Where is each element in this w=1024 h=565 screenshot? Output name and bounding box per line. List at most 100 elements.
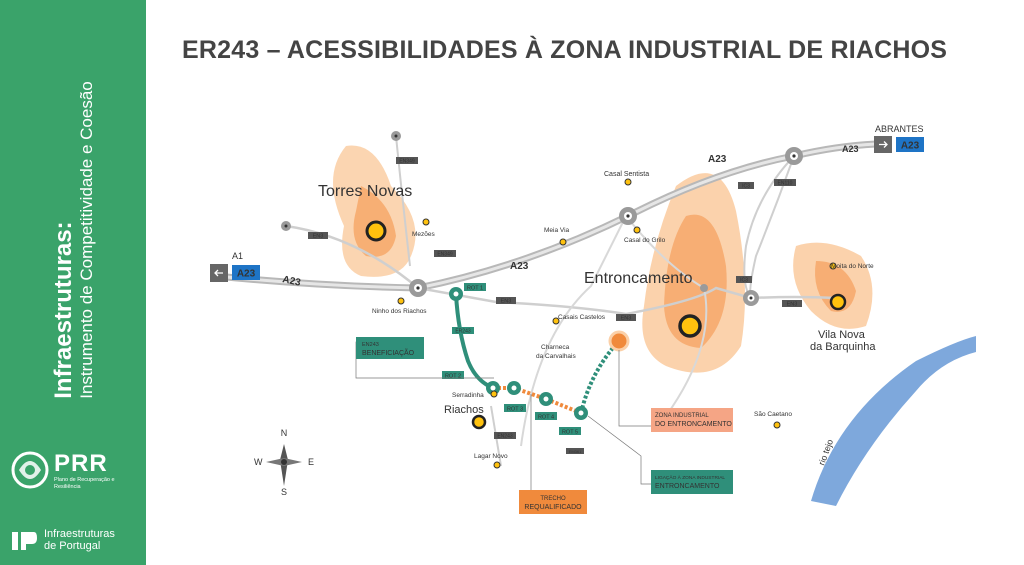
torres-novas-label: Torres Novas (318, 183, 412, 200)
zona-industrial-marker (608, 330, 630, 352)
torres-novas-marker (365, 220, 387, 242)
en349-label-north: EN349 (399, 159, 415, 165)
riachos-marker (471, 414, 487, 430)
beneficiacao-line1: EN243 (362, 342, 379, 348)
a23-motorway (215, 140, 877, 292)
zona-industrial-callout (651, 408, 733, 432)
prr-logo-text: PRR (54, 450, 108, 477)
zona-line1: ZONA INDUSTRIAL (655, 413, 709, 419)
en3-east-badge (616, 314, 636, 321)
a23-label-west: A23 (281, 274, 302, 289)
ip-logo: Infraestruturas de Portugal (10, 526, 140, 558)
junction-markers (281, 131, 803, 306)
sidebar-vertical-title: Infraestruturas: Instrumento de Competit… (50, 81, 97, 399)
en3-west-label: EN3 (313, 234, 324, 240)
ip-line1: Infraestruturas (44, 528, 115, 540)
rot3-label: ROT 3 (507, 407, 523, 413)
a23-label-east: A23 (842, 144, 859, 154)
a23-label-centre: A23 (510, 261, 529, 272)
prr-subtitle: Plano de Recuperação e Resiliência (54, 477, 115, 490)
abrantes-label: ABRANTES (875, 124, 924, 134)
roundabout-rot2: ROT 2 (442, 371, 500, 395)
ic3-badge-south (736, 276, 752, 283)
abrantes-destination-sign: ABRANTES A23 (874, 124, 924, 153)
sidebar-title-line1: Infraestruturas: (50, 221, 77, 399)
zona-line2: DO ENTRONCAMENTO (655, 421, 732, 428)
compass-n: N (281, 428, 288, 438)
ligacao-line1: LIGAÇÃO À ZONA INDUSTRIAL (655, 474, 725, 481)
roundabout-rot1: ROT 1 (449, 283, 486, 301)
en3-vn-badge (782, 300, 802, 307)
casais-castelos-label: Casais Castelos (558, 314, 606, 321)
en110-label: EN110 (778, 181, 793, 187)
rot5-label: ROT 5 (562, 430, 578, 436)
moita-do-norte-label: Moita do Norte (831, 263, 874, 270)
rot2-label: ROT 2 (445, 374, 461, 380)
rot4-label: ROT 4 (538, 415, 554, 421)
ip-emblem-icon (12, 532, 37, 550)
en3-west-badge (308, 232, 328, 239)
prr-logo: PRR Plano de Recuperação e Resiliência (10, 448, 140, 498)
beneficiacao-line2: BENEFICIAÇÃO (362, 348, 415, 357)
er243-label: ER243 (455, 329, 471, 335)
compass-e: E (308, 457, 314, 467)
ligacao-callout (651, 470, 733, 494)
ip-line2: de Portugal (44, 540, 101, 552)
ic3-label-north: IC3 (742, 184, 750, 190)
en3-road (285, 224, 837, 316)
sao-caetano-label: São Caetano (754, 411, 792, 418)
lagar-novo-label: Lagar Novo (474, 453, 508, 460)
zona-leader-line (618, 350, 651, 427)
entroncamento-core (664, 214, 727, 348)
compass-w: W (254, 457, 263, 467)
beneficiacao-callout (356, 337, 424, 359)
ic3-road (749, 155, 795, 299)
en3-centre-label: EN3 (501, 299, 512, 305)
ligacao-line2: ENTRONCAMENTO (655, 483, 720, 490)
ninho-dos-riachos-label: Ninho dos Riachos (372, 308, 427, 315)
prr-emblem-icon (11, 451, 49, 489)
vila-nova-label-1: Vila Nova (818, 329, 866, 341)
meia-via-label: Meia Via (544, 227, 570, 234)
vila-nova-marker (829, 293, 847, 311)
en349-road (395, 135, 411, 267)
riachos-label: Riachos (444, 404, 484, 416)
en349-badge-north (396, 157, 418, 164)
a1-label: A1 (232, 251, 243, 261)
entroncamento-marker (678, 314, 702, 338)
trecho-line2: REQUALIFICADO (524, 504, 582, 511)
ligacao-zona-industrial-route (579, 339, 621, 414)
ic3-badge-north (738, 182, 754, 189)
compass-s: S (281, 487, 287, 497)
trecho-callout (519, 490, 587, 514)
serradinha-label: Serradinha (452, 392, 484, 399)
casal-do-grilo-label: Casal do Grilo (624, 237, 666, 244)
roundabout-rot3: ROT 3 (504, 381, 526, 413)
rot1-label: ROT 1 (467, 286, 483, 292)
er243-beneficiacao-route (454, 293, 494, 390)
sidebar-title-line2: Instrumento de Competitividade e Coesão (77, 81, 96, 399)
river-tejo (811, 336, 976, 506)
casal-sentista-label: Casal Sentista (604, 171, 649, 178)
trecho-line1: TRECHO (540, 496, 566, 502)
em-label: EM361 (569, 449, 582, 454)
en349-label-south: EN349 (437, 252, 453, 258)
en243-badge (494, 432, 516, 439)
page-title: ER243 – ACESSIBILIDADES À ZONA INDUSTRIA… (182, 36, 948, 64)
mezoes-label: Mezões (412, 231, 436, 238)
en349-badge-south (434, 250, 456, 257)
charneca-label-2: da Carvalhais (536, 353, 576, 360)
vila-nova-label-2: da Barquinha (810, 341, 876, 353)
locality-markers (397, 178, 837, 469)
trecho-requalificado-route (493, 386, 582, 415)
em-badge (566, 448, 584, 454)
sidebar: Infraestruturas: Instrumento de Competit… (0, 0, 146, 565)
entroncamento-label: Entroncamento (584, 270, 693, 287)
ip-logo-text: Infraestruturas de Portugal (44, 528, 115, 552)
ligacao-leader-line (587, 415, 651, 485)
accessibility-map: rio tejo ROT 1 ROT 2 ROT 3 ROT 4 ROT 5 (210, 124, 976, 514)
compass-rose-icon: N S E W (254, 428, 314, 497)
roundabout-rot5: ROT 5 (559, 406, 588, 436)
a23-motorway-inner (215, 142, 877, 290)
roundabout-rot4: ROT 4 (535, 392, 557, 421)
